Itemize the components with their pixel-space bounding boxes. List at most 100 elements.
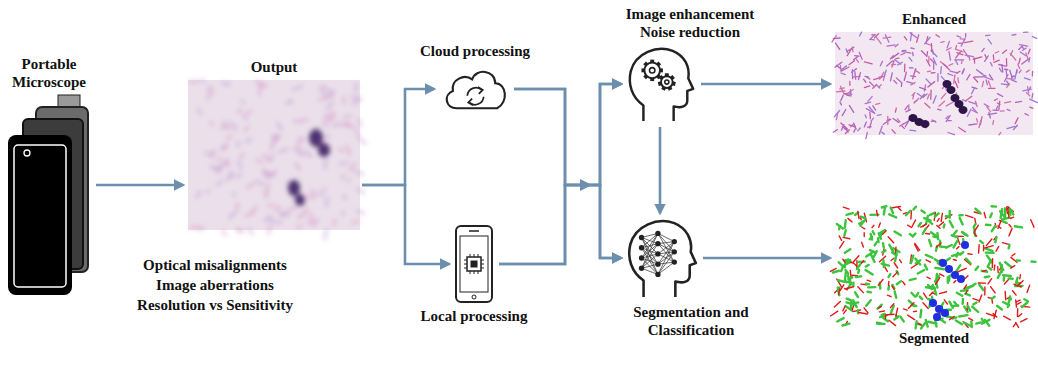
green-segment	[942, 224, 945, 227]
green-segment	[921, 210, 924, 212]
red-segment	[988, 279, 992, 284]
red-segment	[973, 299, 978, 301]
red-segment	[966, 291, 968, 294]
red-segment	[887, 295, 891, 296]
green-segment	[957, 293, 962, 296]
bacterium-rod	[895, 60, 901, 65]
green-segment	[860, 220, 864, 225]
blurred-rod	[306, 222, 313, 223]
blurred-rod	[277, 122, 282, 131]
blurred-rod	[241, 100, 246, 103]
blurred-rod	[247, 110, 253, 113]
bacterium-rod	[895, 108, 897, 112]
blurred-rod	[348, 178, 350, 183]
bacterium-rod	[854, 125, 856, 129]
bacterium-rod	[1010, 70, 1012, 77]
bacterium-rod	[904, 72, 906, 80]
red-segment	[1004, 291, 1006, 299]
bacterium-rod	[833, 130, 837, 133]
bacterium-rod	[988, 39, 991, 44]
bacterium-rod	[884, 70, 886, 76]
blurred-rod	[326, 197, 328, 207]
bacterium-rod	[943, 64, 949, 70]
green-segment	[950, 221, 953, 227]
home-button	[472, 295, 476, 299]
blurred-rod	[248, 228, 253, 235]
blurred-rod	[259, 85, 260, 96]
bacterium-rod	[948, 74, 953, 76]
blurred-rod	[237, 141, 239, 148]
green-segment	[892, 285, 894, 289]
green-segment	[974, 224, 976, 227]
green-segment	[875, 242, 877, 245]
bacterium-rod	[909, 57, 912, 61]
bacterium-rod	[1024, 78, 1030, 80]
bacterium-rod	[927, 70, 930, 72]
bacterium-rod	[957, 78, 959, 83]
blurred-rod	[325, 158, 326, 170]
bacterium-rod	[999, 68, 1001, 71]
bacterium-rod	[917, 35, 919, 42]
blurred-rod	[346, 145, 350, 156]
green-segment	[856, 275, 861, 278]
green-segment	[1017, 259, 1020, 262]
blurred-rod	[358, 119, 361, 127]
network-link	[658, 233, 674, 251]
green-segment	[894, 316, 898, 319]
bacterium-rod	[876, 103, 880, 105]
green-segment	[1003, 274, 1011, 277]
bacterium-rod	[871, 118, 873, 121]
red-segment	[843, 306, 845, 310]
blurred-rod	[354, 171, 364, 175]
green-segment	[910, 279, 916, 280]
blurred-rod	[352, 99, 360, 104]
green-segment	[982, 319, 983, 322]
flow-arrow	[362, 89, 434, 185]
node-label: Portable Microscope	[0, 55, 99, 91]
green-segment	[916, 293, 918, 296]
green-segment	[936, 233, 939, 239]
green-segment	[960, 252, 963, 255]
green-segment	[870, 237, 872, 240]
bacterium-rod	[988, 113, 997, 114]
red-segment	[937, 219, 939, 222]
bacterium-rod	[1005, 102, 1011, 103]
bacterium-rod	[965, 34, 967, 37]
bacterium-rod	[988, 81, 990, 87]
blurred-cluster	[288, 180, 300, 196]
bacterium-rod	[1028, 87, 1030, 91]
red-segment	[978, 282, 985, 284]
node-label: Cloud processing	[395, 42, 555, 60]
green-segment	[882, 260, 885, 267]
bacterium-rod	[1026, 93, 1029, 96]
red-segment	[969, 318, 973, 320]
flow-arrow	[499, 84, 621, 264]
bacterium-rod	[896, 58, 899, 60]
node-caption: Segmentation and Classification	[609, 303, 774, 339]
red-segment	[996, 246, 999, 251]
bacterium-rod	[976, 101, 978, 106]
blurred-rod	[342, 211, 344, 216]
bacterium-rod	[870, 35, 874, 40]
blurry-output-image	[188, 80, 360, 230]
bacterium-rod	[1012, 80, 1017, 82]
red-segment	[936, 243, 941, 247]
green-segment	[990, 213, 992, 217]
green-segment	[986, 251, 994, 253]
bacterium-rod	[840, 86, 843, 92]
green-segment	[844, 220, 847, 228]
bacterium-rod	[911, 75, 916, 77]
bacterium-rod	[880, 61, 882, 65]
red-segment	[998, 221, 1001, 228]
flow-arrow	[703, 257, 830, 260]
blurred-rod	[305, 196, 316, 198]
sync-arrowhead	[478, 87, 483, 94]
bacterium-rod	[1025, 114, 1028, 116]
blurred-cluster	[318, 143, 330, 157]
segmented-image-node: Segmented	[835, 205, 1033, 325]
blurred-rod	[198, 108, 202, 115]
green-segment	[959, 315, 967, 316]
red-segment	[1016, 300, 1020, 302]
output-image-node: Output	[188, 80, 360, 230]
bacterium-rod	[1012, 34, 1016, 36]
